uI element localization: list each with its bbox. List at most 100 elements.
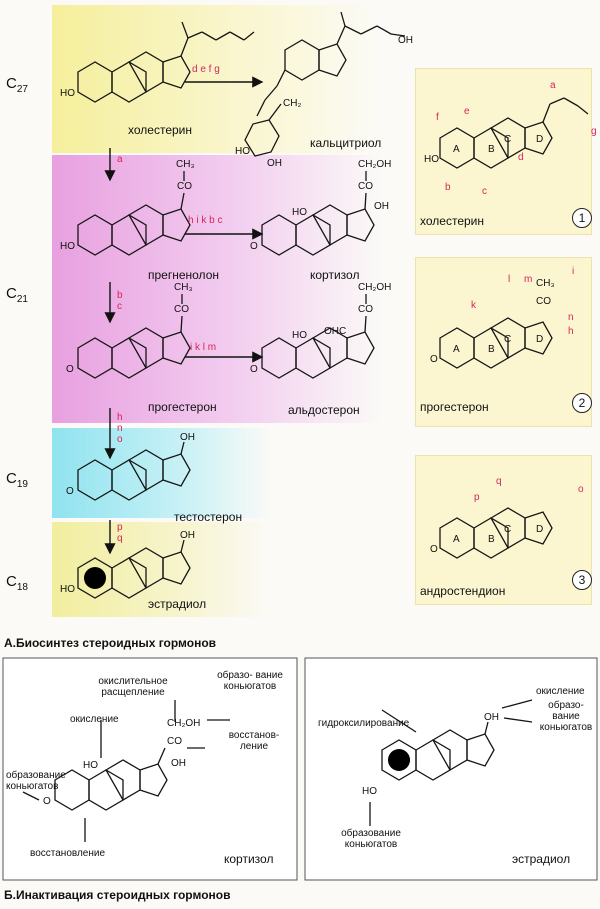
svg-text:A: A [453,344,460,355]
svg-text:O: O [250,364,258,375]
structure-inactivation-cortisol: CO CH₂OH OH HO O [22,700,230,842]
svg-text:O: O [66,486,74,497]
band-c19 [52,428,272,518]
svg-text:m: m [524,274,532,285]
svg-text:OHC: OHC [324,326,346,337]
annot-cortisol-conjugates-a: образо- вание коньюгатов [217,670,283,692]
structure-estradiol: OH HO [60,530,195,599]
svg-text:c: c [482,186,487,197]
annot-cortisol-reduction-a: восстанов- ление [228,730,280,752]
svg-text:CO: CO [358,304,373,315]
label-estradiol: эстрадиол [148,597,207,611]
panel-cholesterol [415,68,592,235]
svg-text:CH₃: CH₃ [176,159,195,170]
structure-testosterone: OH O [66,432,195,501]
carbon-label-c19: C19 [6,470,28,490]
panel-progesterone [415,257,592,427]
svg-text:OH: OH [171,758,186,769]
label-progesterone: прогестерон [148,400,217,414]
svg-text:CH₂OH: CH₂OH [358,159,391,170]
svg-text:HO: HO [362,786,377,797]
svg-text:OH: OH [484,712,499,723]
annot-cortisol-oxidation: окисление [70,714,119,725]
svg-text:A: A [453,534,460,545]
svg-text:HO: HO [83,760,98,771]
panel-number-1: 1 [572,208,592,228]
svg-text:D: D [536,524,543,535]
svg-text:OH: OH [180,432,195,443]
svg-text:B: B [488,144,495,155]
svg-text:D: D [536,334,543,345]
svg-text:OH: OH [374,201,389,212]
carbon-label-c27: C27 [6,75,28,95]
panel-label-progesterone: прогестерон [420,400,489,414]
annot-cortisol-reduction-b: восстановление [30,848,106,859]
svg-text:C: C [504,334,511,345]
carbon-label-c18: C18 [6,573,28,593]
svg-text:q: q [496,476,502,487]
panel-number-2: 2 [572,393,592,413]
svg-text:CO: CO [177,181,192,192]
reaction-label-prog-test: h n o [117,412,123,445]
svg-text:C: C [504,134,511,145]
svg-text:OH: OH [180,530,195,541]
svg-text:CH₃: CH₃ [536,278,555,289]
reaction-label-prog-aldo: i k l m [190,342,217,353]
svg-text:CH₂: CH₂ [283,98,301,109]
structure-inactivation-estradiol: OH HO [362,699,533,826]
svg-text:A: A [453,144,460,155]
annot-estradiol-oxidation: окисление [536,686,585,697]
svg-text:C: C [504,524,511,535]
svg-text:k: k [471,300,477,311]
svg-text:OH: OH [398,35,413,46]
reaction-label-preg-prog: b c [117,290,123,312]
svg-text:B: B [488,344,495,355]
annot-cortisol-conjugates-b: образование коньюгатов [6,770,66,792]
svg-text:O: O [43,796,51,807]
svg-text:p: p [474,492,480,503]
section-a-title: А.Биосинтез стероидных гормонов [4,636,217,650]
svg-text:O: O [430,544,438,555]
band-c21 [52,155,382,423]
svg-text:g: g [591,126,597,137]
panel-label-androstenedione: андростендион [420,584,506,598]
annot-oxidative-cleavage: окислительное расщепление [98,676,168,698]
svg-text:a: a [550,80,556,91]
annot-cortisol-name: кортизол [224,852,274,866]
svg-text:n: n [568,312,574,323]
svg-text:d: d [518,152,524,163]
svg-text:HO: HO [60,88,75,99]
structure-aldosterone: CO CH₂OH HO OHC O [250,282,391,379]
reaction-label-preg-cort: h i k b c [188,215,223,226]
structure-cortisol: CO CH₂OH OH HO O [250,159,391,256]
section-b-title: Б.Инактивация стероидных гормонов [4,888,231,902]
svg-text:HO: HO [292,330,307,341]
structure-cholesterol: HO [60,21,255,103]
svg-text:o: o [578,484,584,495]
structure-calcitriol: OH CH₂ HO OH [235,11,413,169]
annot-hydroxylation: гидроксилирование [318,718,410,729]
svg-text:CO: CO [358,181,373,192]
svg-text:l: l [508,274,510,285]
svg-text:D: D [536,134,543,145]
svg-text:HO: HO [60,241,75,252]
label-testosterone: тестостерон [174,510,243,524]
label-pregnenolone: прегненолон [148,268,219,282]
svg-text:OH: OH [267,158,282,169]
band-c27 [52,5,382,153]
svg-text:CO: CO [167,736,182,747]
annot-estradiol-conjugates-a: образо- вание коньюгатов [539,700,593,733]
svg-text:CH₂OH: CH₂OH [358,282,391,293]
svg-text:CO: CO [174,304,189,315]
annot-estradiol-name: эстрадиол [512,852,571,866]
svg-text:HO: HO [292,207,307,218]
svg-text:O: O [430,354,438,365]
svg-text:i: i [572,266,574,277]
reaction-label-chol-calc: d e f g [192,64,220,75]
label-aldosterone: альдостерон [288,403,360,417]
svg-text:HO: HO [60,584,75,595]
svg-text:e: e [464,106,470,117]
